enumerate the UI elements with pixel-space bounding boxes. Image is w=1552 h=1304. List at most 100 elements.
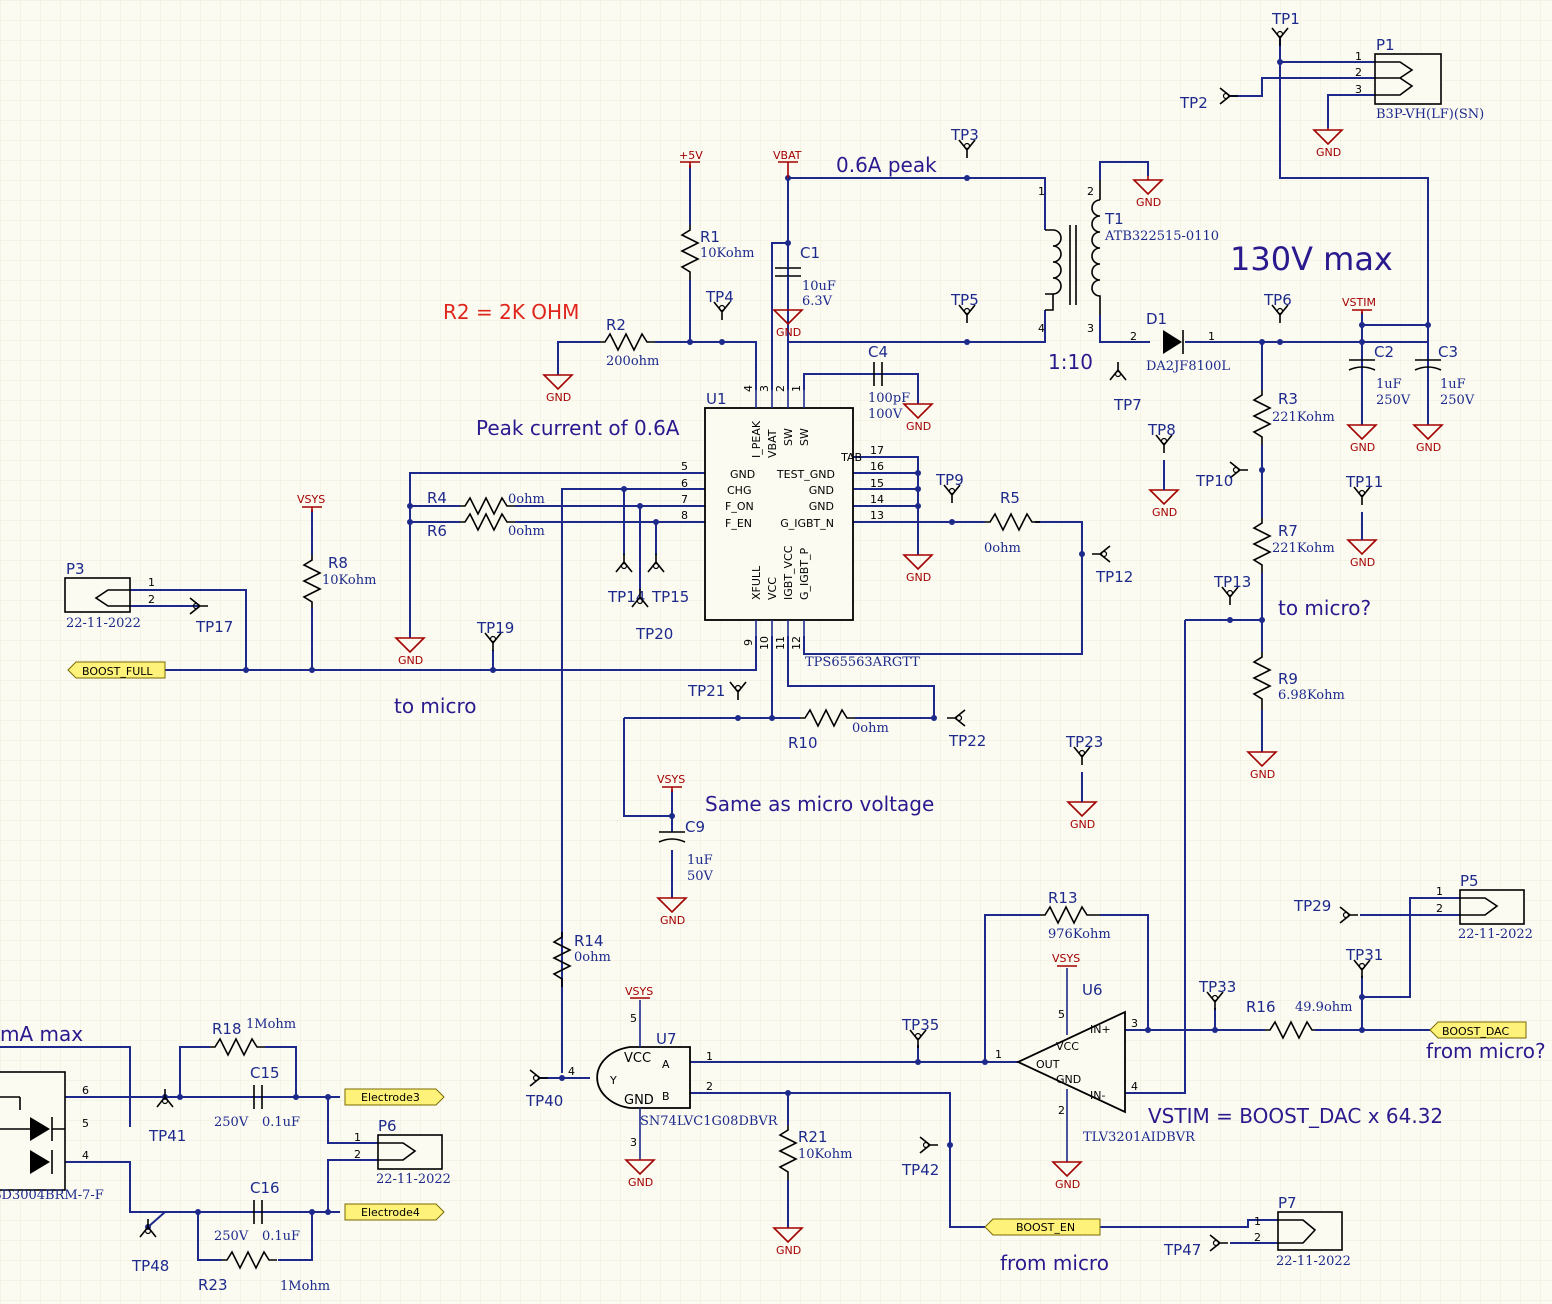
c9-capacitor[interactable]: C9 1uF 50V — [658, 818, 714, 884]
test-point-icon[interactable]: TP5 — [950, 291, 979, 323]
t1-transformer[interactable]: 1 4 2 3 T1 ATB322515-0110 — [1038, 180, 1219, 335]
u7-pin-vcc: VCC — [624, 1051, 651, 1066]
c1-capacitor[interactable]: C1 10uF 6.3V — [775, 243, 836, 310]
svg-text:BOOST_DAC: BOOST_DAC — [1442, 1025, 1509, 1038]
u6-pin-gnd: GND — [1056, 1073, 1081, 1086]
r1-value: 10Kohm — [700, 246, 754, 261]
r21-resistor[interactable]: R21 10Kohm — [778, 1125, 852, 1180]
port-boost-dac[interactable]: BOOST_DAC — [1429, 1021, 1527, 1039]
test-point-icon[interactable]: TP13 — [1213, 573, 1251, 605]
test-point-icon[interactable]: TP11 — [1345, 473, 1383, 505]
test-point-icon[interactable]: TP33 — [1198, 978, 1236, 1010]
c4-capacitor[interactable]: C4 100pF 100V — [868, 343, 910, 422]
test-point-icon[interactable]: TP21 — [687, 681, 747, 700]
test-point-icon[interactable]: TP8 — [1147, 421, 1176, 453]
test-point-label: TP3 — [950, 126, 979, 144]
svg-text:10: 10 — [758, 636, 771, 650]
test-point-icon[interactable]: TP23 — [1065, 733, 1103, 765]
r8-resistor[interactable]: R8 10Kohm — [302, 554, 376, 608]
test-point-icon[interactable]: TP42 — [901, 1136, 939, 1179]
p6-connector[interactable]: 1 2 P6 22-11-2022 — [354, 1117, 451, 1187]
gnd-icon: GND — [656, 897, 688, 927]
diode-array-partial[interactable]: 6 5 4 BD3004BRM-7-F — [0, 1071, 104, 1203]
c3-capacitor[interactable]: C3 1uF 250V — [1414, 343, 1475, 408]
gnd-icon: GND — [542, 374, 574, 404]
test-point-icon[interactable]: TP2 — [1179, 87, 1238, 112]
svg-text:1: 1 — [354, 1131, 361, 1144]
port-boost-full[interactable]: BOOST_FULL — [67, 661, 166, 679]
test-point-icon[interactable]: TP48 — [131, 1219, 169, 1275]
test-point-icon[interactable]: TP35 — [901, 1016, 939, 1048]
r5-resistor[interactable]: R5 0ohm — [984, 489, 1040, 556]
svg-text:17: 17 — [870, 444, 884, 457]
r16-resistor[interactable]: R16 49.9ohm — [1246, 998, 1352, 1040]
annotations: 0.6A peak 130V max R2 = 2K OHM Peak curr… — [0, 153, 1546, 1275]
p3-connector[interactable]: 1 2 P3 22-11-2022 — [64, 560, 155, 631]
svg-text:3: 3 — [1087, 322, 1094, 335]
test-point-icon[interactable]: TP9 — [935, 471, 964, 503]
u1-pin-fon: F_ON — [725, 500, 754, 513]
test-point-icon[interactable]: TP41 — [148, 1089, 186, 1145]
c2-capacitor[interactable]: C2 1uF 250V — [1348, 343, 1411, 408]
p7-connector[interactable]: 1 2 P7 22-11-2022 — [1254, 1194, 1351, 1269]
p5-connector[interactable]: 1 2 P5 22-11-2022 — [1436, 872, 1533, 942]
port-boost-en[interactable]: BOOST_EN — [984, 1218, 1101, 1236]
d1-diode[interactable]: 2 1 D1 DA2JF8100L — [1130, 310, 1230, 374]
u6-ref: U6 — [1082, 981, 1103, 999]
port-electrode4[interactable]: Electrode4 — [344, 1203, 445, 1221]
svg-text:2: 2 — [706, 1080, 713, 1093]
test-point-icon[interactable]: TP17 — [189, 597, 233, 636]
test-point-icon[interactable]: TP7 — [1109, 362, 1142, 414]
test-point-icon[interactable]: TP3 — [950, 126, 979, 158]
test-point-icon[interactable]: TP1 — [1271, 10, 1300, 46]
test-point-icon[interactable]: TP15 — [647, 554, 689, 606]
svg-text:6: 6 — [681, 477, 688, 490]
test-point-label: TP12 — [1095, 568, 1133, 586]
r2-resistor[interactable]: R2 200ohm — [600, 316, 659, 369]
r3-resistor[interactable]: R3 221Kohm — [1252, 390, 1335, 445]
test-point-icon[interactable]: TP10 — [1195, 461, 1248, 490]
test-point-icon[interactable]: TP4 — [705, 288, 734, 320]
test-point-icon[interactable]: TP29 — [1293, 897, 1358, 924]
u1-pin-gnd2: GND — [809, 484, 834, 497]
test-point-label: TP9 — [935, 471, 964, 489]
u6-comparator[interactable]: VCC OUT GND IN+ IN- 5 2 1 3 4 U6 TLV3201… — [995, 968, 1196, 1162]
r13-resistor[interactable]: R13 976Kohm — [1040, 889, 1111, 942]
r1-resistor[interactable]: R1 10Kohm — [680, 225, 754, 280]
test-point-icon[interactable]: TP40 — [525, 1069, 563, 1110]
p1-connector[interactable]: 1 2 3 P1 B3P-VH(LF)(SN) — [1355, 36, 1484, 122]
test-point-icon[interactable]: TP20 — [631, 589, 673, 643]
note-r2: R2 = 2K OHM — [443, 300, 579, 324]
r14-resistor[interactable]: R14 0ohm — [552, 932, 611, 987]
u1-ic[interactable]: GND CHG F_ON F_EN TAB TEST_GND GND GND G… — [704, 390, 920, 670]
test-point-icon[interactable]: TP22 — [947, 709, 986, 750]
r4-resistor[interactable]: R4 0ohm — [427, 489, 545, 516]
p5-value: 22-11-2022 — [1458, 927, 1533, 942]
svg-text:2: 2 — [148, 593, 155, 606]
svg-text:GND: GND — [1250, 768, 1275, 781]
svg-text:2: 2 — [1058, 1104, 1065, 1117]
port-electrode3[interactable]: Electrode3 — [344, 1088, 445, 1106]
gnd-icon: GND — [1412, 424, 1444, 454]
c15-capacitor[interactable]: C15 250V 0.1uF — [214, 1064, 300, 1130]
svg-text:2: 2 — [354, 1148, 361, 1161]
svg-text:3: 3 — [1131, 1017, 1138, 1030]
r9-resistor[interactable]: R9 6.98Kohm — [1252, 652, 1345, 710]
u7-and-gate[interactable]: VCC A Y GND B 5 3 4 1 2 U7 SN74LVC1G08DB… — [568, 1000, 779, 1160]
test-point-icon[interactable]: TP6 — [1263, 291, 1292, 323]
r18-resistor[interactable]: R18 1Mohm — [210, 1017, 296, 1057]
power-ports: +5V VBAT VSYS VSYS VSYS VSYS VSTIM — [297, 149, 1376, 999]
test-point-icon[interactable]: TP19 — [476, 619, 514, 651]
svg-text:8: 8 — [681, 509, 688, 522]
test-point-icon[interactable]: TP12 — [1092, 545, 1133, 586]
r10-resistor[interactable]: R10 0ohm — [788, 708, 889, 752]
c1-voltage: 6.3V — [802, 294, 833, 309]
test-point-icon[interactable]: TP47 — [1163, 1234, 1228, 1259]
svg-text:GND: GND — [776, 326, 801, 339]
r7-resistor[interactable]: R7 221Kohm — [1252, 518, 1335, 573]
test-point-icon[interactable]: TP31 — [1345, 946, 1383, 978]
r23-resistor[interactable]: R23 1Mohm — [198, 1250, 330, 1294]
svg-text:GND: GND — [906, 420, 931, 433]
c16-capacitor[interactable]: C16 250V 0.1uF — [214, 1179, 300, 1244]
r6-resistor[interactable]: R6 0ohm — [427, 512, 545, 540]
